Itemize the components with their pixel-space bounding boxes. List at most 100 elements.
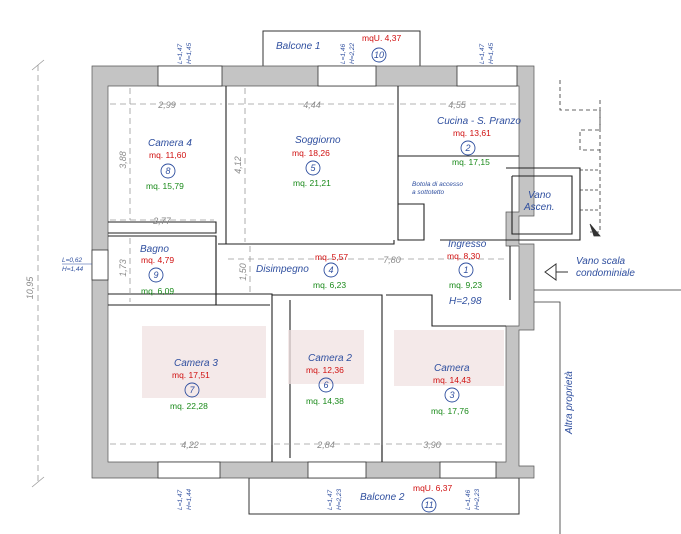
- window-label-bagno-l: L=0,62: [62, 257, 82, 264]
- room-camera-3-num-circle: [184, 382, 200, 398]
- dim-soggiorno-width: 4,44: [303, 100, 321, 110]
- room-ingresso-num-circle: [458, 262, 474, 278]
- room-camera-4-gross-area: mq. 15,79: [146, 181, 184, 191]
- vano-ascensore-label-1: Vano: [528, 190, 551, 201]
- outer-walls: [91, 65, 535, 479]
- room-camera-2-gross-area: mq. 14,38: [306, 396, 344, 406]
- room-camera-gross-area: mq. 17,76: [431, 406, 469, 416]
- room-camera-4-net-area: mq. 11,60: [149, 150, 186, 160]
- balcony-2-name: Balcone 2: [360, 492, 405, 503]
- room-ingresso: Ingresso mq. 8,30 1 mq. 9,23 H=2,98: [447, 239, 487, 307]
- dim-camera3-width: 4,22: [181, 440, 199, 450]
- dim-camera2-width: 2,84: [316, 440, 335, 450]
- room-camera-2-name: Camera 2: [308, 353, 352, 364]
- botola-label-2: a sottotetto: [412, 189, 445, 196]
- blurred-patch-3: [394, 330, 504, 386]
- altra-proprieta-label: Altra proprietà: [564, 371, 575, 435]
- room-camera-2-num: 6: [323, 380, 328, 390]
- dim-camera-width: 3,90: [423, 440, 441, 450]
- room-soggiorno-net-area: mq. 18,26: [292, 148, 330, 158]
- window-label-camera3-h: H=1,44: [186, 488, 193, 510]
- vano-scala-label-1: Vano scala: [576, 256, 626, 267]
- dim-camera4-width: 2,99: [157, 100, 176, 110]
- window-labels: L=1,47 H=1,45 L=1,46 H=2,22 L=1,47 H=1,4…: [177, 42, 495, 510]
- window-camera: [439, 461, 497, 479]
- room-disimpegno-num-circle: [323, 262, 339, 278]
- botola-label-1: Botola di accesso: [412, 181, 463, 188]
- room-camera-name: Camera: [434, 363, 470, 374]
- room-cucina-num: 2: [464, 143, 470, 153]
- window-bagno: [91, 249, 109, 281]
- balcony-1-name: Balcone 1: [276, 41, 320, 52]
- window-cucina: [456, 65, 518, 87]
- balcony-1-num-circle: [371, 47, 387, 63]
- balcony-2-num-circle: [421, 497, 437, 513]
- window-label-cucina-h: H=1,45: [488, 42, 495, 64]
- window-label-camera-h: H=2,23: [474, 488, 481, 510]
- room-bagno-num-circle: [148, 267, 164, 283]
- dim-camera4-depth: 3,88: [118, 151, 128, 169]
- window-soggiorno: [317, 65, 377, 87]
- vano-ascensore-label-2: Ascen.: [523, 202, 555, 213]
- window-label-camera3-l: L=1,47: [177, 490, 184, 510]
- room-camera-3-net-area: mq. 17,51: [172, 370, 210, 380]
- room-camera-3-gross-area: mq. 22,28: [170, 401, 208, 411]
- dim-bagno-depth: 1,73: [118, 259, 128, 277]
- dim-total-height: 10,95: [25, 276, 35, 300]
- window-label-soggiorno-l: L=1,46: [340, 44, 347, 64]
- room-disimpegno-num: 4: [328, 265, 333, 275]
- room-ingresso-num: 1: [463, 265, 468, 275]
- room-bagno-gross-area: mq. 6,09: [141, 286, 174, 296]
- room-camera-3: Camera 3 mq. 17,51 7 mq. 22,28: [170, 358, 218, 411]
- dim-disimpegno-depth: 1,50: [238, 263, 248, 281]
- vano-scala-label-2: condominiale: [576, 268, 635, 279]
- room-camera-2: Camera 2 mq. 12,36 6 mq. 14,38: [306, 353, 352, 406]
- room-ingresso-gross-area: mq. 9,23: [449, 280, 482, 290]
- room-ingresso-net-area: mq. 8,30: [447, 251, 480, 261]
- balcony-2: [248, 477, 520, 515]
- interior-dim-lines: [110, 88, 517, 445]
- room-camera-3-name: Camera 3: [174, 358, 218, 369]
- entrance-arrow-icon: [544, 263, 568, 281]
- dim-soggiorno-depth: 4,12: [233, 156, 243, 174]
- room-bagno-num: 9: [153, 270, 158, 280]
- room-camera-4-num-circle: [160, 163, 176, 179]
- window-camera2: [307, 461, 367, 479]
- balcony-2-area: mqU. 6,37: [413, 483, 452, 493]
- dim-camera4-lower: 2,77: [152, 216, 172, 226]
- room-soggiorno: Soggiorno mq. 18,26 5 mq. 21,21: [292, 135, 341, 188]
- room-cucina-name: Cucina - S. Pranzo: [437, 116, 521, 127]
- balcony-1-num: 10: [374, 50, 384, 60]
- room-disimpegno-name: Disimpegno: [256, 264, 309, 275]
- dim-tick-top: [31, 59, 45, 71]
- room-camera-net-area: mq. 14,43: [433, 375, 471, 385]
- room-soggiorno-num: 5: [310, 163, 316, 173]
- window-label-camera2-l: L=1,47: [327, 490, 334, 510]
- room-camera-num: 3: [449, 390, 454, 400]
- window-label-soggiorno-h: H=2,22: [349, 42, 356, 64]
- window-label-camera4-h: H=1,45: [186, 42, 193, 64]
- room-cucina-num-circle: [460, 140, 476, 156]
- window-label-cucina-l: L=1,47: [479, 44, 486, 64]
- room-camera-4-num: 8: [165, 166, 170, 176]
- stair-well: [534, 80, 681, 534]
- room-cucina-net-area: mq. 13,61: [453, 128, 491, 138]
- room-camera: Camera mq. 14,43 3 mq. 17,76: [431, 363, 471, 416]
- blurred-patch-1: [142, 326, 266, 398]
- balcony-1-area: mqU. 4,37: [362, 33, 401, 43]
- room-disimpegno-net-area: mq. 5,57: [315, 252, 348, 262]
- balcony-2-num: 11: [424, 500, 433, 510]
- window-camera3: [157, 461, 221, 479]
- blurred-patch-2: [288, 330, 364, 384]
- window-label-camera-l: L=1,46: [465, 490, 472, 510]
- room-disimpegno-gross-area: mq. 6,23: [313, 280, 346, 290]
- balcony-1: [262, 30, 421, 68]
- room-disimpegno: Disimpegno mq. 5,57 4 mq. 6,23: [256, 252, 348, 290]
- room-camera-2-net-area: mq. 12,36: [306, 365, 344, 375]
- room-soggiorno-name: Soggiorno: [295, 135, 341, 146]
- dim-tick-bottom: [31, 476, 45, 488]
- room-cucina-gross-area: mq. 17,15: [452, 157, 490, 167]
- room-camera-num-circle: [444, 387, 460, 403]
- room-ingresso-name: Ingresso: [448, 239, 487, 250]
